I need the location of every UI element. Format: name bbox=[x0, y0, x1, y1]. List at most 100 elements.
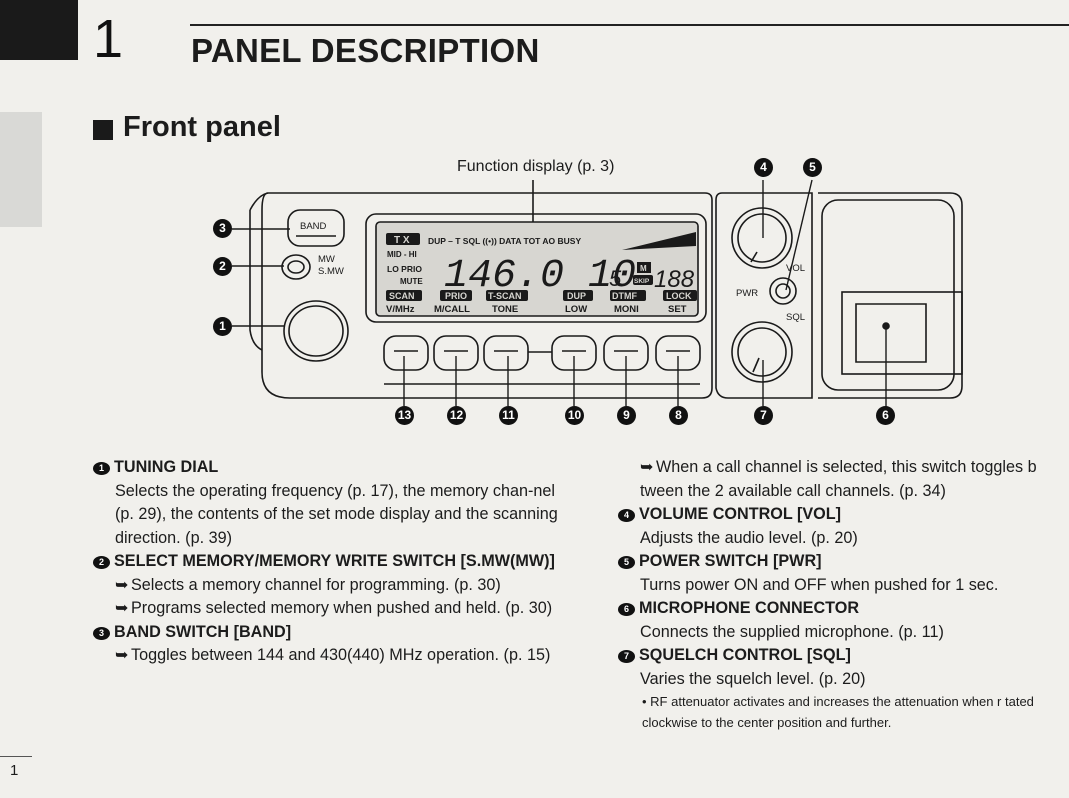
item-title: POWER SWITCH [PWR] bbox=[639, 552, 822, 570]
item-title: SELECT MEMORY/MEMORY WRITE SWITCH [S.MW(… bbox=[114, 552, 555, 570]
lcd-bezel bbox=[365, 213, 707, 323]
callout-7: 7 bbox=[754, 406, 773, 425]
page-number: 1 bbox=[10, 762, 19, 779]
callout-12: 12 bbox=[447, 406, 466, 425]
callout-4: 4 bbox=[754, 158, 773, 177]
callout-10: 10 bbox=[565, 406, 584, 425]
tuning-dial[interactable] bbox=[283, 300, 349, 362]
item-number: 6 bbox=[618, 603, 635, 616]
item-number: 5 bbox=[618, 556, 635, 569]
section-title: Front panel bbox=[123, 111, 281, 143]
item-description: Connects the supplied microphone. (p. 11… bbox=[640, 622, 944, 641]
lcd-lock: LOCK bbox=[666, 291, 692, 301]
item-description: Varies the squelch level. (p. 20) bbox=[640, 669, 866, 688]
bullet-text: When a call channel is selected, this sw… bbox=[640, 458, 1037, 500]
sql-label: SQL bbox=[786, 312, 805, 323]
bullet-text: Selects a memory channel for programming… bbox=[131, 575, 501, 594]
radio-body bbox=[261, 192, 713, 399]
mw-label: MW bbox=[318, 254, 335, 265]
item-number: 2 bbox=[93, 556, 110, 569]
lcd-low: LOW bbox=[565, 304, 587, 315]
item-bullet: ➥Toggles between 144 and 430(440) MHz op… bbox=[93, 644, 571, 668]
lcd-lo-prio: LO PRIO bbox=[387, 264, 422, 274]
tx-indicator bbox=[386, 233, 420, 245]
lcd-channel: 188 bbox=[654, 266, 695, 293]
lcd-tone: TONE bbox=[492, 304, 518, 315]
skip-indicator bbox=[633, 275, 653, 285]
callout-2: 2 bbox=[213, 257, 232, 276]
chapter-title: PANEL DESCRIPTION bbox=[191, 32, 540, 69]
item-number: 7 bbox=[618, 650, 635, 663]
lcd-moni: MONI bbox=[614, 304, 639, 315]
item-number: 3 bbox=[93, 626, 110, 640]
volume-knob[interactable] bbox=[731, 207, 793, 269]
item-description: Turns power ON and OFF when pushed for 1… bbox=[640, 575, 999, 594]
callout-5: 5 bbox=[803, 158, 822, 177]
item-number: 1 bbox=[93, 462, 110, 475]
front-keys bbox=[383, 335, 701, 385]
callout-8: 8 bbox=[669, 406, 688, 425]
item-smw-switch: 2 SELECT MEMORY/MEMORY WRITE SWITCH [S.MW… bbox=[93, 550, 571, 621]
side-tab bbox=[0, 112, 42, 227]
arrow-icon: ➥ bbox=[640, 458, 654, 476]
smw-button[interactable] bbox=[281, 254, 311, 280]
mic-connector bbox=[841, 291, 963, 375]
squelch-knob[interactable] bbox=[731, 321, 793, 383]
lcd-power: MID - HI bbox=[387, 250, 417, 259]
arrow-icon: ➥ bbox=[115, 646, 129, 664]
item-description: Adjusts the audio level. (p. 20) bbox=[640, 528, 858, 547]
callout-1: 1 bbox=[213, 317, 232, 336]
smw-label: S.MW bbox=[318, 266, 344, 277]
item-mic-connector: 6 MICROPHONE CONNECTOR Connects the suppl… bbox=[618, 597, 1069, 644]
m-text: M bbox=[640, 264, 647, 273]
s-meter bbox=[622, 232, 696, 250]
lcd-frequency: 146.0 10 bbox=[444, 254, 636, 299]
item-volume-control: 4 VOLUME CONTROL [VOL] Adjusts the audio … bbox=[618, 503, 1069, 550]
chapter-tab bbox=[0, 0, 78, 60]
bullet-text: Toggles between 144 and 430(440) MHz ope… bbox=[131, 646, 551, 664]
lcd-dtmf: DTMF bbox=[612, 291, 637, 301]
skip-text: SKIP bbox=[634, 278, 650, 285]
chapter-number: 1 bbox=[93, 9, 124, 69]
lcd-status-line: DUP – T SQL ((•)) DATA TOT AO BUSY bbox=[428, 236, 581, 246]
lcd-mute: MUTE bbox=[400, 277, 423, 286]
m-indicator bbox=[637, 262, 651, 273]
band-button[interactable] bbox=[287, 209, 345, 247]
item-power-switch: 5 POWER SWITCH [PWR] Turns power ON and O… bbox=[618, 550, 1069, 597]
item-title: MICROPHONE CONNECTOR bbox=[639, 599, 860, 617]
item-number: 4 bbox=[618, 509, 635, 522]
arrow-icon: ➥ bbox=[115, 575, 129, 594]
callout-13: 13 bbox=[395, 406, 414, 425]
right-column: ➥When a call channel is selected, this s… bbox=[618, 456, 1069, 733]
lcd-prio: PRIO bbox=[445, 291, 467, 301]
callout-9: 9 bbox=[617, 406, 636, 425]
vol-label: VOL bbox=[786, 263, 805, 274]
lcd-dup: DUP bbox=[567, 291, 586, 301]
lcd-digit: 5 bbox=[609, 266, 622, 291]
item-note: • RF attenuator activates and increases … bbox=[642, 694, 1034, 730]
band-label: BAND bbox=[300, 221, 327, 232]
lcd-vmhz: V/MHz bbox=[386, 304, 415, 315]
item-bullet-continued: ➥When a call channel is selected, this s… bbox=[618, 456, 1069, 503]
lcd-tscan: T-SCAN bbox=[488, 291, 522, 301]
power-button[interactable] bbox=[769, 277, 797, 305]
item-squelch-control: 7 SQUELCH CONTROL [SQL] Varies the squelc… bbox=[618, 644, 1069, 733]
control-panel bbox=[715, 192, 813, 399]
item-title: SQUELCH CONTROL [SQL] bbox=[639, 646, 851, 664]
section-marker bbox=[93, 120, 113, 140]
bullet-text: Programs selected memory when pushed and… bbox=[131, 599, 553, 617]
item-bullet: ➥Selects a memory channel for programmin… bbox=[93, 574, 571, 598]
chapter-rule bbox=[190, 24, 1069, 26]
item-bullet: ➥Programs selected memory when pushed an… bbox=[93, 597, 571, 621]
callout-11: 11 bbox=[499, 406, 518, 425]
pwr-label: PWR bbox=[736, 288, 758, 299]
callout-leaders bbox=[232, 179, 887, 408]
callout-6: 6 bbox=[876, 406, 895, 425]
item-title: VOLUME CONTROL [VOL] bbox=[639, 505, 842, 523]
note-text: RF attenuator activates and increases th… bbox=[642, 694, 1034, 730]
arrow-icon: ➥ bbox=[115, 599, 129, 617]
item-description: Selects the operating frequency (p. 17),… bbox=[115, 481, 558, 547]
